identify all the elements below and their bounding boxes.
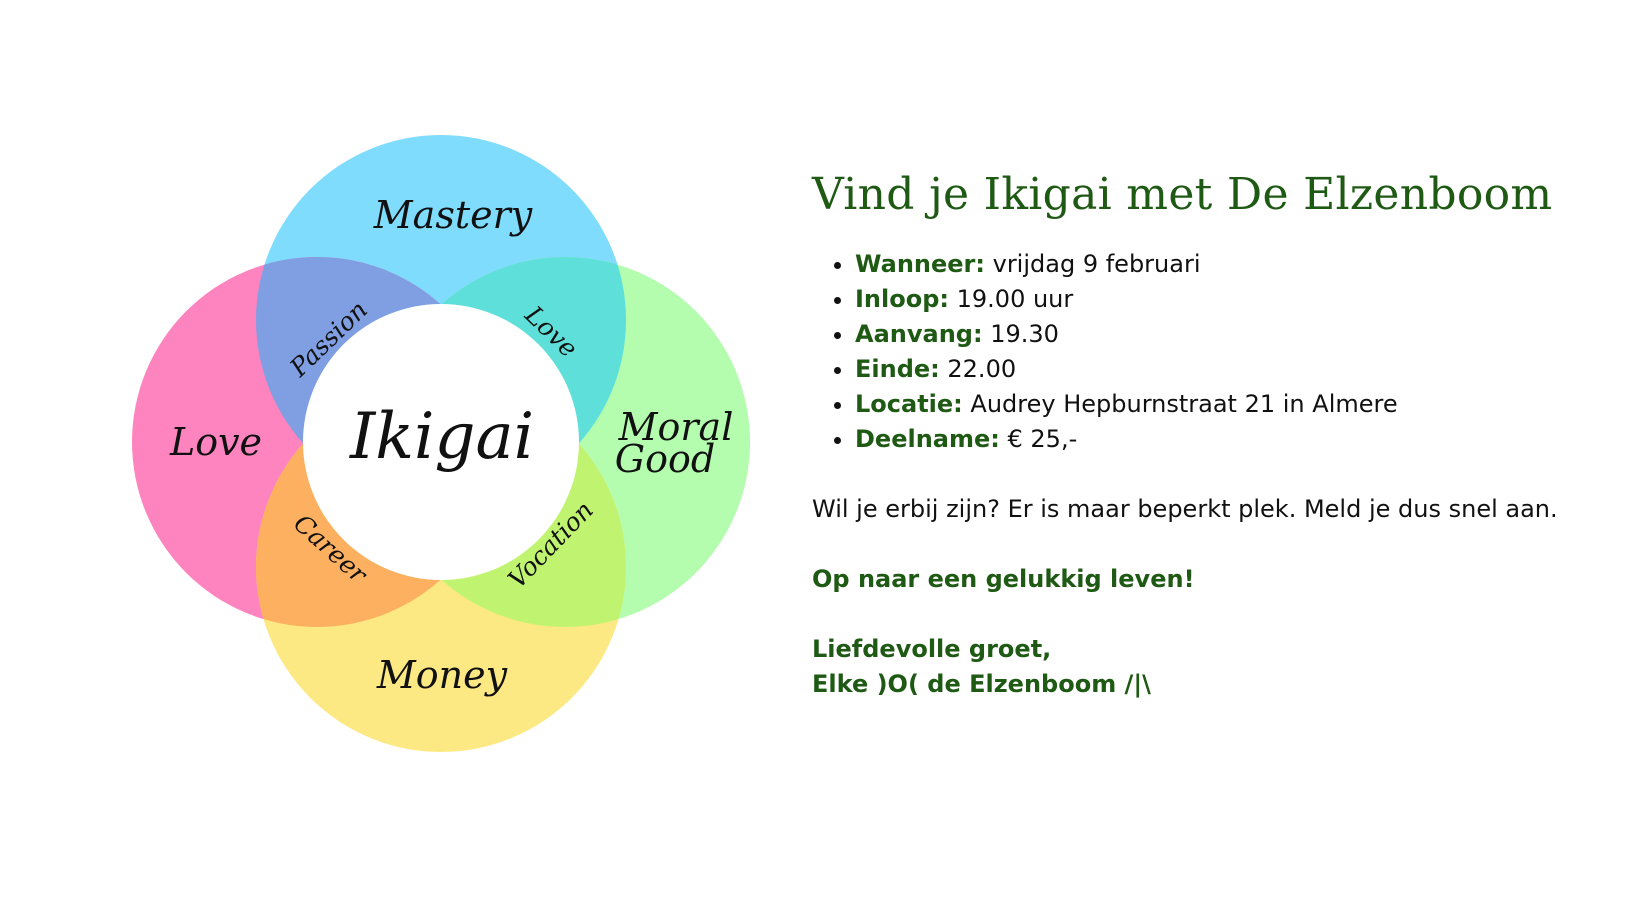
page-title: Vind je Ikigai met De Elzenboom: [812, 169, 1553, 220]
detail-label: Wanneer:: [855, 250, 985, 278]
detail-label: Inloop:: [855, 285, 949, 313]
detail-einde: Einde: 22.00: [855, 352, 1612, 387]
detail-value: 19.00 uur: [949, 285, 1074, 313]
detail-value: € 25,-: [999, 425, 1078, 453]
detail-label: Aanvang:: [855, 320, 983, 348]
closing-greeting: Liefdevolle groet,: [812, 635, 1052, 663]
detail-value: Audrey Hepburnstraat 21 in Almere: [962, 390, 1398, 418]
label-mastery: Mastery: [373, 193, 533, 237]
detail-label: Locatie:: [855, 390, 963, 418]
closing-signature: Elke )O( de Elzenboom /|\: [812, 670, 1151, 698]
detail-aanvang: Aanvang: 19.30: [855, 317, 1612, 352]
detail-inloop: Inloop: 19.00 uur: [855, 282, 1612, 317]
detail-wanneer: Wanneer: vrijdag 9 februari: [855, 247, 1612, 282]
event-details-list: Wanneer: vrijdag 9 februari Inloop: 19.0…: [812, 247, 1612, 457]
ikigai-venn-svg: Mastery Love Moral Good Money Passion Lo…: [132, 135, 750, 752]
detail-label: Deelname:: [855, 425, 1000, 453]
detail-value: 19.30: [982, 320, 1059, 348]
detail-locatie: Locatie: Audrey Hepburnstraat 21 in Alme…: [855, 387, 1612, 422]
center-circle: [303, 304, 579, 580]
detail-value: 22.00: [939, 355, 1017, 383]
label-love: Love: [169, 420, 262, 464]
label-good: Good: [615, 437, 715, 481]
detail-label: Einde:: [855, 355, 940, 383]
label-ikigai: Ikigai: [349, 400, 534, 474]
label-moral: Moral: [618, 405, 734, 449]
invite-text: Wil je erbij zijn? Er is maar beperkt pl…: [812, 495, 1558, 523]
event-info: Vind je Ikigai met De Elzenboom Wanneer:…: [812, 165, 1612, 702]
ikigai-diagram: Mastery Love Moral Good Money Passion Lo…: [132, 135, 750, 752]
detail-deelname: Deelname: € 25,-: [855, 422, 1612, 457]
label-money: Money: [376, 653, 508, 697]
detail-value: vrijdag 9 februari: [984, 250, 1201, 278]
tagline: Op naar een gelukkig leven!: [812, 565, 1195, 593]
